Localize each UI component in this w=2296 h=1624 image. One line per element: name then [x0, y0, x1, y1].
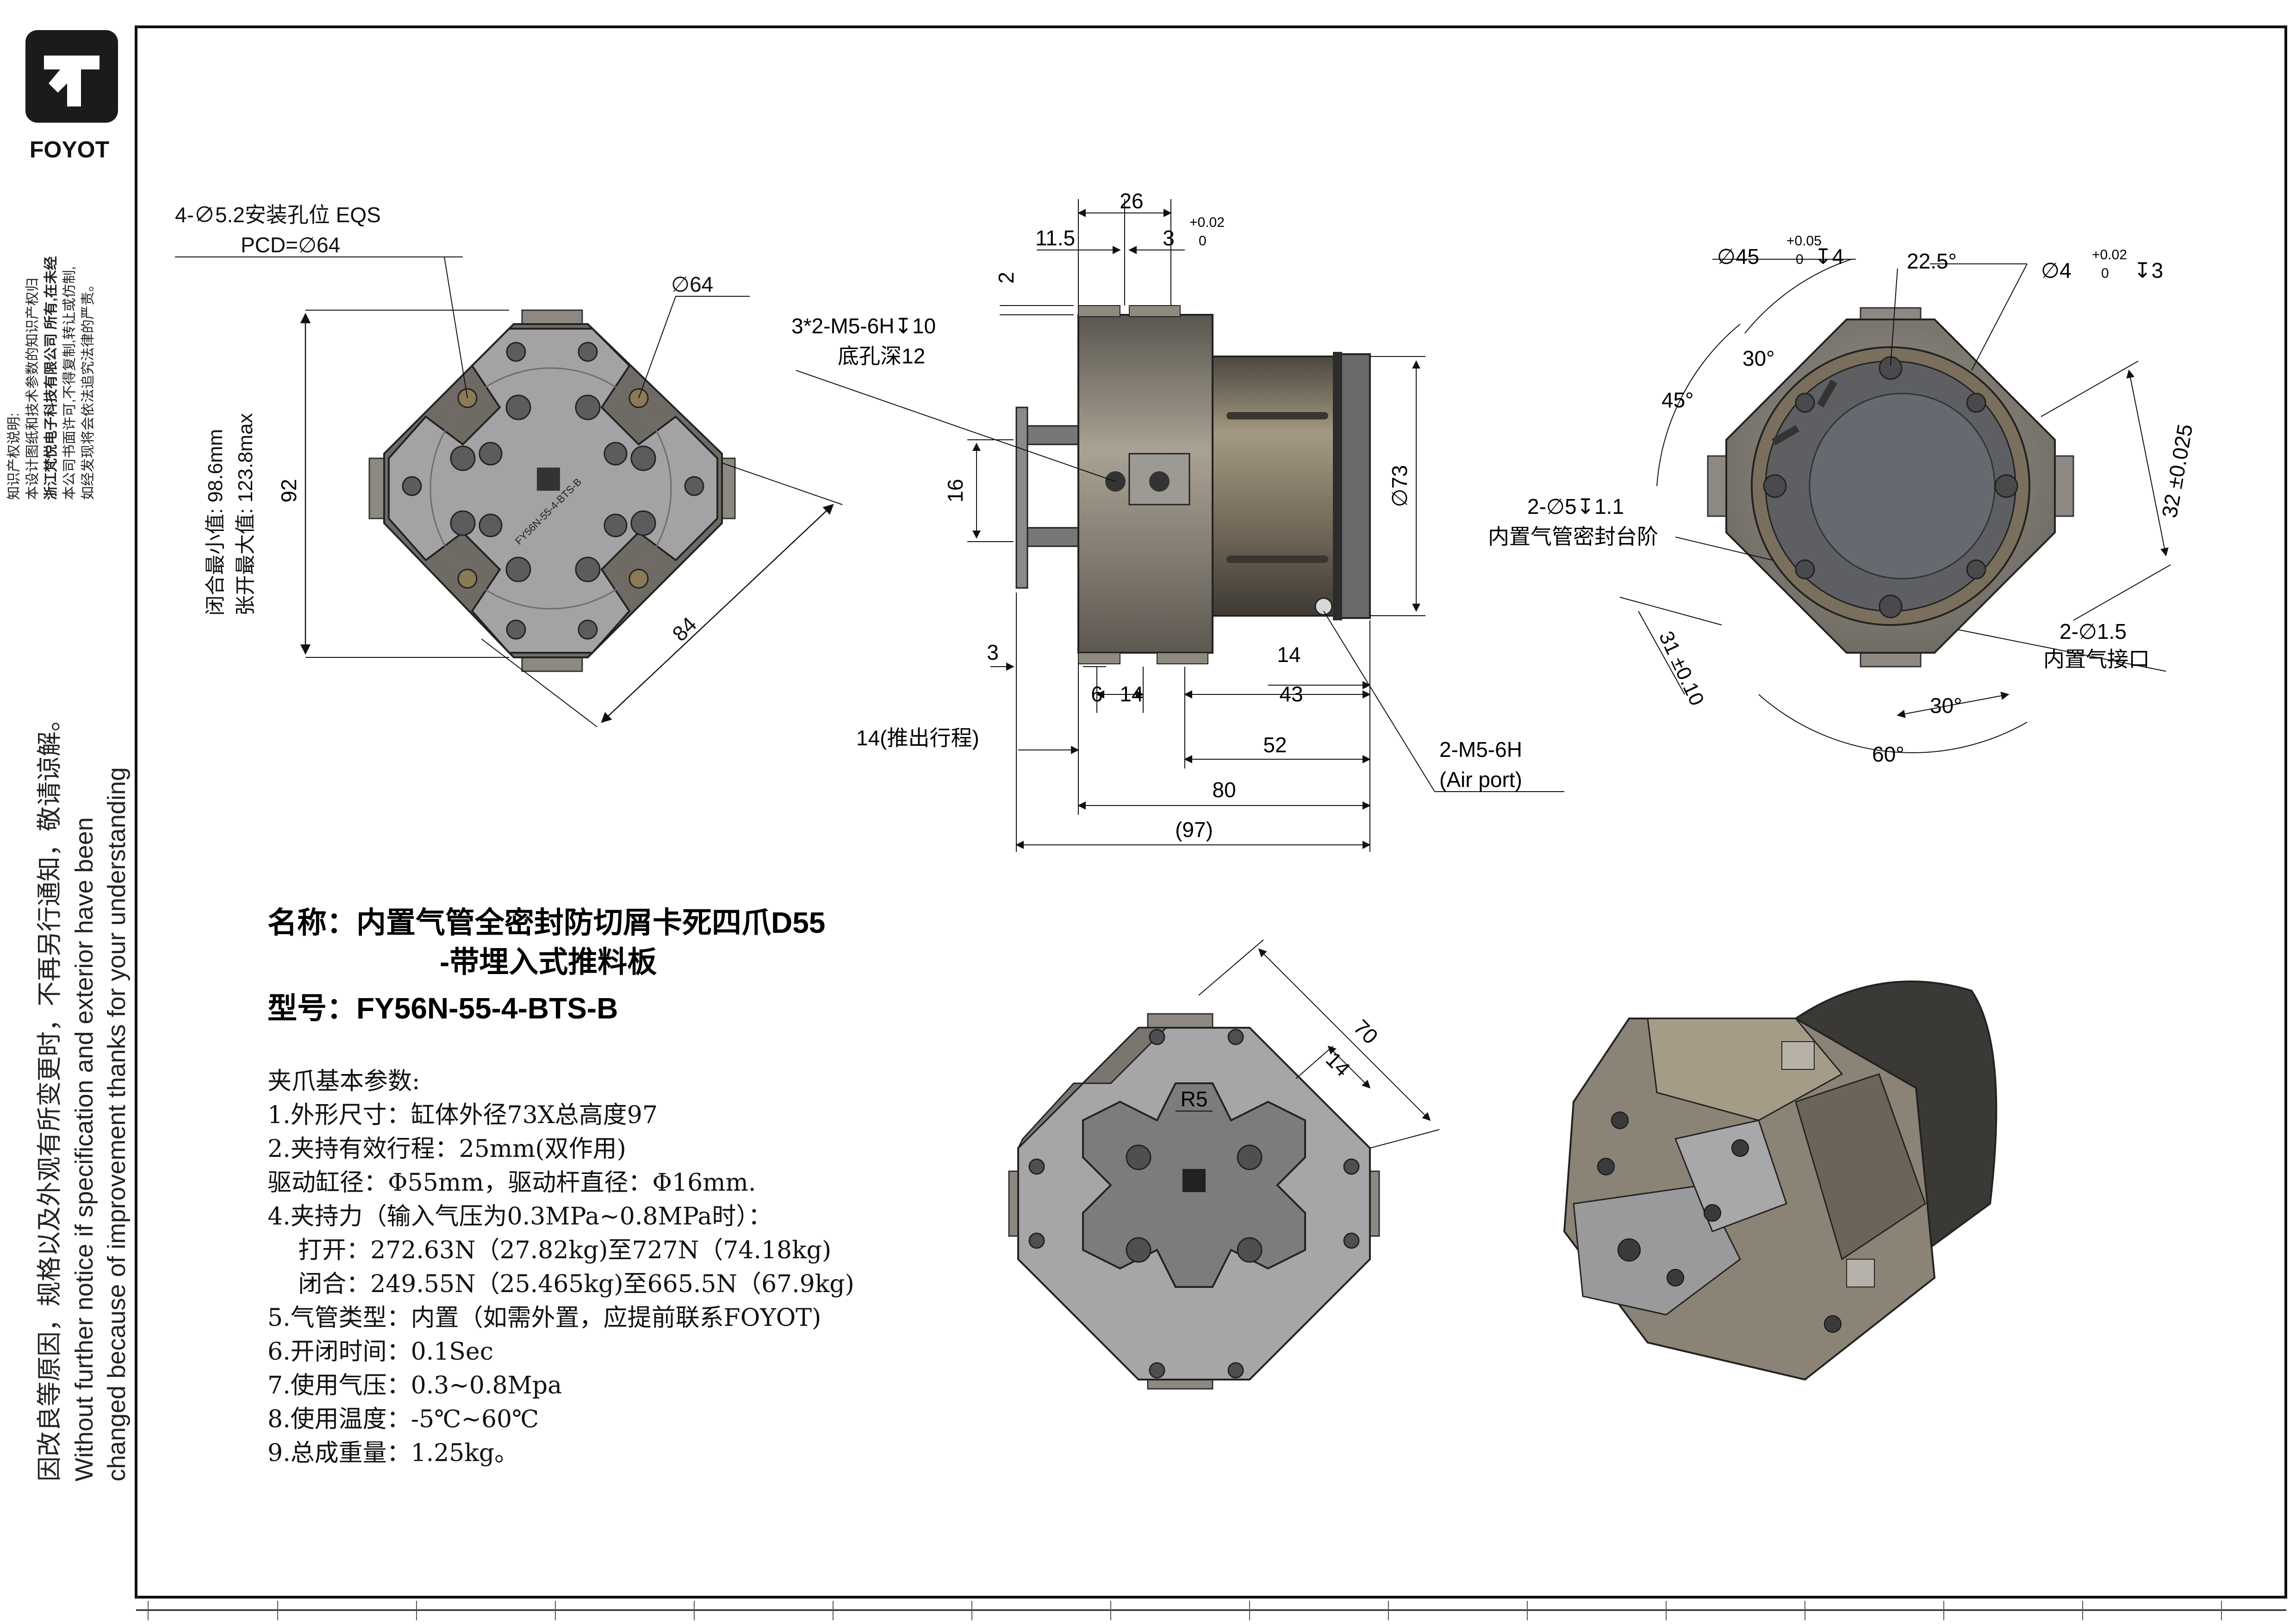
bore-45-depth: ↧4: [1814, 244, 1844, 269]
sheet-frame: [135, 25, 2287, 1620]
dim-52: 52: [1263, 733, 1287, 757]
dim-6: 6: [1091, 682, 1103, 706]
side-view: [796, 199, 1564, 852]
disclaimer-en1: Without further notice if specification …: [70, 817, 98, 1481]
holes-note-2: PCD=∅64: [241, 233, 340, 257]
dia-64-label: ∅64: [671, 272, 713, 296]
bottom-view: [1008, 939, 1440, 1390]
front-view: FY56N-55-4-BTS-B 92: [175, 256, 843, 727]
dim-14-mid: 14: [1120, 682, 1143, 706]
dim-3-top: 3: [1163, 226, 1175, 250]
holes-note-1: 4-∅5.2安装孔位 EQS: [175, 203, 381, 227]
pin-4: ∅4: [2041, 258, 2072, 282]
disclaimer-cn: 因改良等原因，规格以及外观有所变更时，不再另行通知，敬请谅解。: [36, 706, 63, 1481]
air-inlet-2: 内置气接口: [2043, 647, 2150, 671]
foyot-logo-icon: [25, 30, 118, 123]
bore-45-tol-lower: 0: [1796, 252, 1804, 267]
copyright-line2: 浙江梵悦电子科技有限公司 所有,在未经: [43, 256, 59, 500]
rear-view: [1619, 259, 2171, 753]
open-max: 张开最大值: 123.8max: [234, 413, 257, 616]
iso-view: [1563, 981, 1997, 1381]
thread-note-2: 底孔深12: [838, 344, 925, 368]
param-item: 4.夹持力（输入气压为0.3MPa~0.8MPa时）：: [268, 1203, 772, 1230]
copyright-notice: 知识产权说明: 本设计图纸和技术参数的知识产权归 浙江梵悦电子科技有限公司 所有…: [6, 256, 96, 500]
bore-45-tol-upper: +0.05: [1786, 233, 1822, 249]
copyright-line1: 本设计图纸和技术参数的知识产权归: [25, 278, 40, 500]
air-inlet-1: 2-∅1.5: [2060, 619, 2127, 643]
param-item: 1.外形尺寸：缸体外径73X总高度97: [268, 1101, 658, 1129]
dim-16: 16: [943, 479, 967, 502]
dim-11-5: 11.5: [1035, 226, 1075, 250]
param-item: 打开：272.63N（27.82kg)至727N（74.18kg): [268, 1237, 832, 1264]
param-item: 6.开闭时间：0.1Sec: [268, 1338, 493, 1366]
pin-4-tol-upper: +0.02: [2092, 247, 2127, 262]
pin-4-depth: ↧3: [2134, 258, 2163, 282]
dim-14-right: 14: [1277, 643, 1300, 667]
param-item: 驱动缸径：Φ55mm，驱动杆直径：Φ16mm.: [268, 1169, 756, 1197]
bottom-dim-70: 70: [1349, 1015, 1383, 1049]
dim-32: 32 ±0.025: [2157, 422, 2197, 519]
param-item: 5.气管类型：内置（如需外置，应提前联系FOYOT): [268, 1304, 821, 1332]
dim-43: 43: [1279, 682, 1303, 706]
disclaimer: 因改良等原因，规格以及外观有所变更时，不再另行通知，敬请谅解。 Without …: [36, 706, 131, 1481]
product-name-line2: -带埋入式推料板: [440, 945, 657, 979]
angle-30-top: 30°: [1742, 346, 1775, 370]
tol-lower: 0: [1199, 233, 1207, 249]
params-heading: 夹爪基本参数:: [268, 1068, 420, 1095]
angle-30-bottom: 30°: [1930, 693, 1962, 718]
disclaimer-en2: changed because of improvement thanks fo…: [103, 767, 131, 1481]
tol-upper: +0.02: [1189, 215, 1225, 230]
air-port-1: 2-M5-6H: [1439, 737, 1522, 762]
bottom-r5: R5: [1181, 1087, 1208, 1111]
angle-60: 60°: [1872, 742, 1904, 766]
front-plate-logo-icon: [537, 468, 560, 491]
dim-26: 26: [1120, 189, 1143, 213]
param-item: 8.使用温度：-5℃~60℃: [268, 1405, 539, 1433]
param-item: 2.夹持有效行程：25mm(双作用): [268, 1135, 626, 1163]
copyright-line3: 本公司书面许可,不得复制,转让或仿制,: [62, 266, 77, 500]
seal-step-1: 2-∅5↧1.1: [1527, 494, 1624, 518]
thread-note-1: 3*2-M5-6H↧10: [791, 314, 936, 338]
closed-min: 闭合最小值: 98.6mm: [204, 429, 227, 616]
dim-97: (97): [1175, 818, 1213, 842]
product-name-line1: 名称：内置气管全密封防切屑卡死四爪D55: [268, 906, 825, 939]
air-port-2: (Air port): [1439, 768, 1522, 792]
product-model: 型号：FY56N-55-4-BTS-B: [268, 992, 618, 1025]
param-item: 闭合：249.55N（25.465kg)至665.5N（67.9kg): [268, 1270, 854, 1298]
pin-4-tol-lower: 0: [2101, 266, 2109, 281]
dim-92: 92: [277, 479, 301, 502]
seal-step-2: 内置气管密封台阶: [1488, 525, 1658, 549]
dim-31: 31 ±0.10: [1655, 628, 1709, 709]
bottom-plate-logo-icon: [1182, 1169, 1206, 1192]
dim-3-left: 3: [987, 640, 999, 664]
push-stroke: 14(推出行程): [856, 726, 979, 750]
dia-73: ∅73: [1388, 465, 1412, 507]
params-block: 夹爪基本参数: 1.外形尺寸：缸体外径73X总高度97 2.夹持有效行程：25m…: [268, 1065, 854, 1470]
dim-2: 2: [994, 272, 1018, 284]
brand-name: FOYOT: [30, 137, 109, 162]
copyright-line4: 如经发现将会依法追究法律的严责。: [81, 278, 96, 500]
dim-80: 80: [1212, 778, 1236, 802]
angle-45: 45°: [1661, 388, 1694, 412]
angle-22-5: 22.5°: [1907, 249, 1957, 273]
param-item: 9.总成重量：1.25kg。: [268, 1439, 519, 1467]
bore-45: ∅45: [1717, 244, 1759, 269]
copyright-title: 知识产权说明:: [6, 413, 22, 500]
dim-84: 84: [667, 612, 701, 646]
param-item: 7.使用气压：0.3~0.8Mpa: [268, 1372, 562, 1399]
